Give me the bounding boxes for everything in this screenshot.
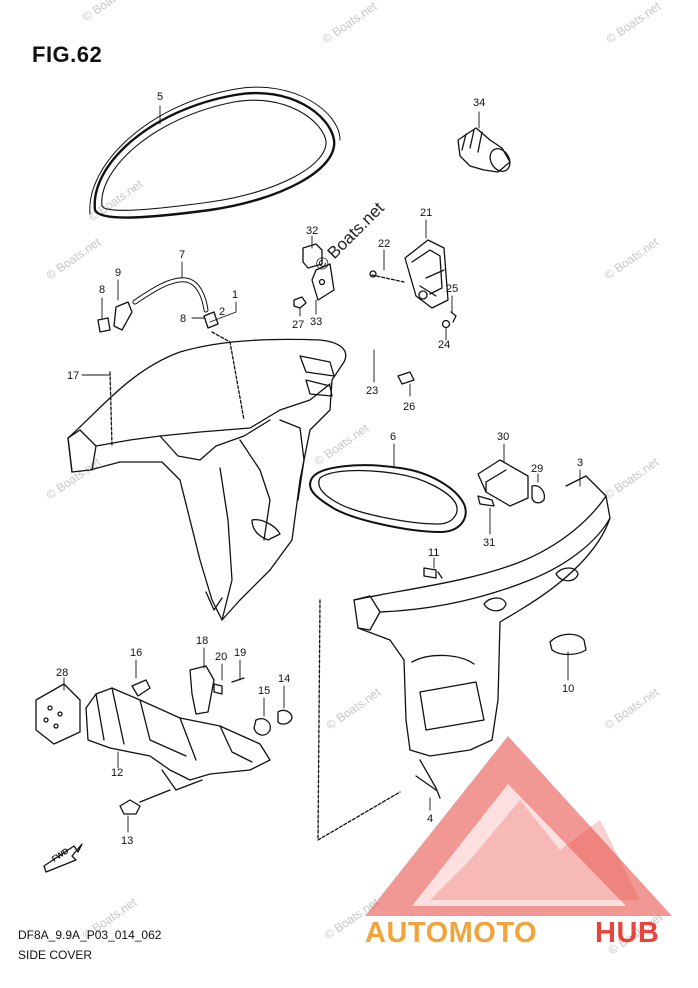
callout-4: 4 [427,813,433,825]
bracket-30 [477,459,546,507]
clip-32-33 [293,243,335,309]
hose-7 [97,277,219,333]
callout-20: 20 [215,651,227,663]
callout-33: 33 [310,316,322,328]
lower-side-cover-3 [317,475,611,841]
pad-28 [35,683,81,745]
fwd-arrow-icon [43,843,83,873]
diagram-name: SIDE COVER [18,948,93,962]
callout-17: 17 [67,370,79,382]
callout-25: 25 [446,283,458,295]
callout-13: 13 [121,835,133,847]
fwd-label: FWD [50,846,70,864]
watermark: © Boats.net [602,685,662,733]
callout-18: 18 [196,635,208,647]
gasket-6 [309,464,467,533]
fasteners-misc [131,371,437,791]
lower-bracket-12 [85,687,271,815]
automotohub-logo: AUTOMOTO HUB [365,736,672,949]
watermark: © Boats.net [44,455,104,503]
callout-15: 15 [258,685,270,697]
callout-22: 22 [378,238,390,250]
callout-30: 30 [497,431,509,443]
seal-ring-5 [89,86,341,219]
callout-21: 21 [420,207,432,219]
callout-6: 6 [390,431,396,443]
logo-text-automoto: AUTOMOTO [365,917,537,949]
diagram-code: DF8A_9.9A_P03_014_062 [18,928,162,942]
callout-labels: 5 34 1 2 7 9 8 8 17 32 33 27 21 22 25 24… [50,91,583,864]
watermark: © Boats.net [320,0,380,46]
callout-34: 34 [473,97,485,109]
watermark: © Boats.net [602,235,662,283]
logo-text-hub: HUB [595,917,659,949]
callout-11: 11 [428,547,439,559]
callout-12: 12 [111,767,123,779]
callout-5: 5 [157,91,163,103]
leader-lines [63,105,581,833]
callout-9: 9 [115,267,121,279]
watermark: © Boats.net [602,455,662,503]
callout-29: 29 [531,463,543,475]
watermark: © Boats.net [44,235,104,283]
callout-26: 26 [403,401,415,413]
callout-14: 14 [278,673,290,685]
callout-27: 27 [292,319,304,331]
figure-title: FIG.62 [32,42,103,67]
callout-3: 3 [577,457,583,469]
callout-8b: 8 [180,313,186,325]
callout-16: 16 [130,647,142,659]
callout-32: 32 [306,225,318,237]
callout-2: 2 [219,306,225,318]
latch-assembly-21 [369,239,457,329]
callout-28: 28 [56,667,68,679]
grommet-34 [457,127,511,173]
callout-1: 1 [232,289,238,301]
callout-24: 24 [438,339,450,351]
watermark-main: © Boats.net [311,198,388,275]
upper-side-cover-1 [67,331,347,621]
callout-31: 31 [483,537,495,549]
watermark: © Boats.net [312,421,372,469]
watermark: © Boats.net [324,685,384,733]
watermark: © Boats.net [80,0,140,24]
callout-10: 10 [562,683,574,695]
callout-8a: 8 [99,284,105,296]
callout-7: 7 [179,249,185,261]
callout-23: 23 [366,385,378,397]
callout-19: 19 [234,647,246,659]
watermark: © Boats.net [604,0,664,46]
